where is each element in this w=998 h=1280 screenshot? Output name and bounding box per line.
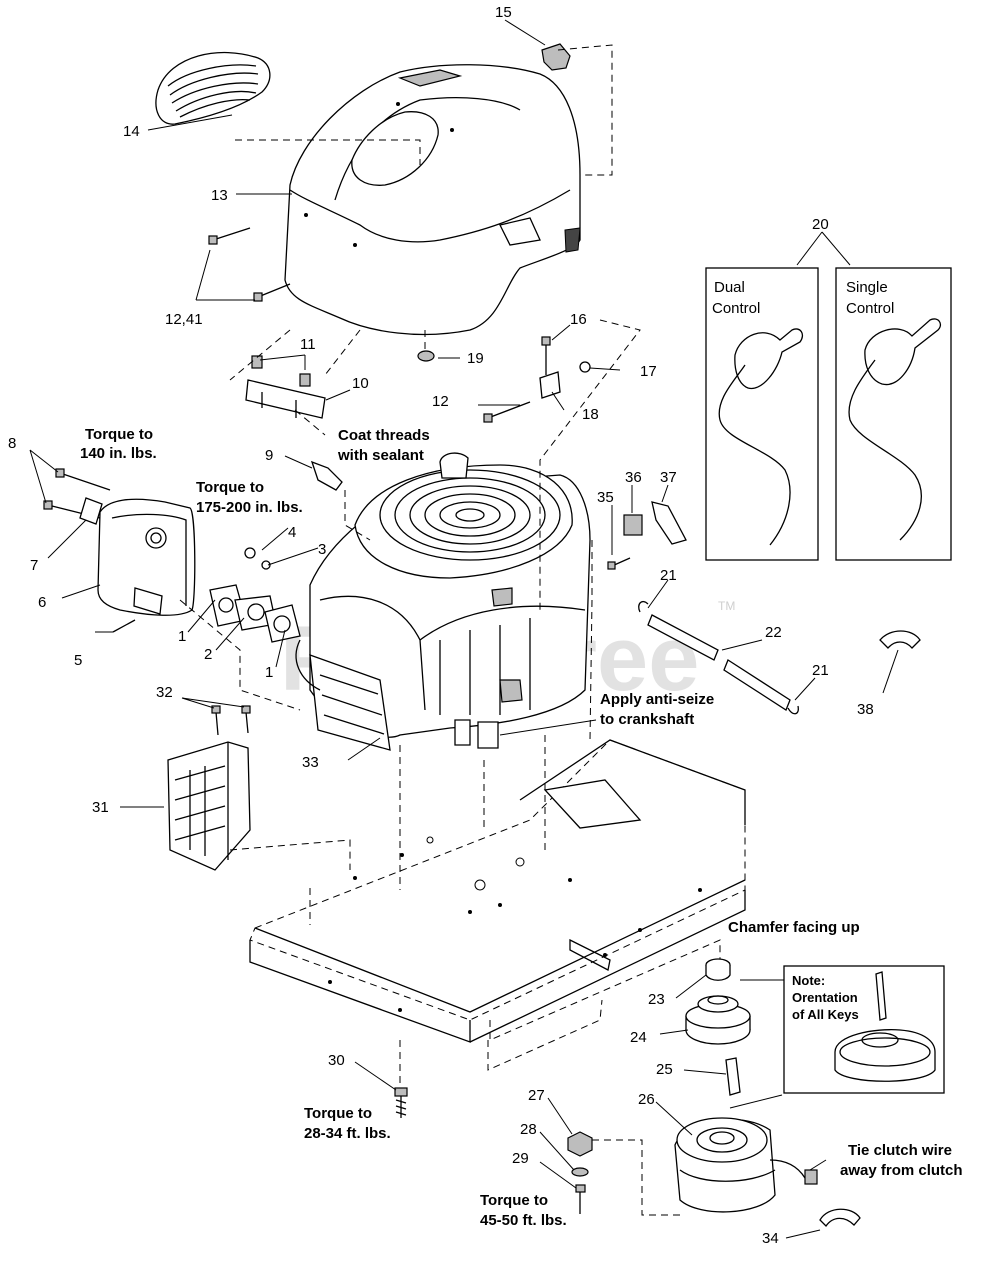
note-chamfer: Chamfer facing up [728, 919, 860, 936]
callout-1b: 1 [265, 664, 273, 681]
leader-lines [29, 19, 899, 1239]
callout-28: 28 [520, 1121, 537, 1138]
callout-21a: 21 [660, 567, 677, 584]
callout-8: 8 [8, 435, 16, 452]
callout-4: 4 [288, 524, 296, 541]
engine-assembly [295, 452, 591, 751]
callout-35: 35 [597, 489, 614, 506]
callout-16: 16 [570, 311, 587, 328]
label-single-line2: Control [846, 300, 894, 317]
callout-32: 32 [156, 684, 173, 701]
callout-15: 15 [495, 4, 512, 21]
part-10-11-bracket [245, 355, 326, 419]
callout-6: 6 [38, 594, 46, 611]
part-7-8-bolts [43, 468, 111, 525]
part-26-clutch [674, 1117, 818, 1213]
note-keys-line3: of All Keys [792, 1007, 859, 1022]
note-coat-line1: Coat threads [338, 427, 430, 444]
watermark-tm: TM [718, 599, 735, 613]
callout-21b: 21 [812, 662, 829, 679]
callout-12-41: 12,41 [165, 311, 203, 328]
callout-labels: 15 14 13 12,41 11 10 19 16 17 12 18 20 9… [8, 4, 874, 1247]
callout-2: 2 [204, 646, 212, 663]
part-9-fitting [310, 460, 343, 491]
single-control-panel [835, 267, 952, 561]
part-16-17-18-hardware [483, 336, 591, 423]
callout-1a: 1 [178, 628, 186, 645]
label-single-line1: Single [846, 279, 888, 296]
part-31-heat-shield [167, 741, 251, 871]
part-12-41-screws [208, 227, 291, 302]
part-19-nut [417, 350, 435, 362]
note-tie-line2: away from clutch [840, 1162, 963, 1179]
note-antiseize-line1: Apply anti-seize [600, 691, 714, 708]
part-34-clip [819, 1208, 861, 1228]
note-torque-45-line2: 45-50 ft. lbs. [480, 1212, 567, 1229]
part-1-2-3-4-gaskets [209, 547, 301, 643]
part-15-cap [541, 43, 571, 71]
deck-frame [249, 739, 746, 1043]
callout-23: 23 [648, 991, 665, 1008]
note-torque-175-line1: Torque to [196, 479, 264, 496]
note-torque-28-line2: 28-34 ft. lbs. [304, 1125, 391, 1142]
part-35-36-37 [607, 501, 687, 570]
callout-34: 34 [762, 1230, 779, 1247]
callout-19: 19 [467, 350, 484, 367]
callout-30: 30 [328, 1052, 345, 1069]
part-23-24-25-pulley [685, 958, 751, 1096]
callout-7: 7 [30, 557, 38, 574]
callout-17: 17 [640, 363, 657, 380]
callout-3: 3 [318, 541, 326, 558]
callout-38: 38 [857, 701, 874, 718]
callout-36: 36 [625, 469, 642, 486]
callout-37: 37 [660, 469, 677, 486]
part-14-grille [155, 51, 271, 125]
callout-20: 20 [812, 216, 829, 233]
callout-22: 22 [765, 624, 782, 641]
callout-24: 24 [630, 1029, 647, 1046]
callout-31: 31 [92, 799, 109, 816]
flywheel-screen [379, 469, 561, 561]
part-5-screw [112, 619, 136, 633]
callout-18: 18 [582, 406, 599, 423]
callout-5: 5 [74, 652, 82, 669]
callout-33: 33 [302, 754, 319, 771]
part-30-bolt [394, 1087, 408, 1118]
note-antiseize-line2: to crankshaft [600, 711, 694, 728]
part-13-hood [284, 64, 581, 336]
note-torque-175-line2: 175-200 in. lbs. [196, 499, 303, 516]
note-torque-140-line2: 140 in. lbs. [80, 445, 157, 462]
callout-14: 14 [123, 123, 140, 140]
note-torque-28-line1: Torque to [304, 1105, 372, 1122]
part-21-22-rods [638, 600, 799, 715]
callout-11: 11 [300, 336, 316, 353]
note-leader-2 [729, 1094, 783, 1109]
callout-9: 9 [265, 447, 273, 464]
key-orientation-box [783, 965, 945, 1094]
note-tie-line1: Tie clutch wire [848, 1142, 952, 1159]
label-dual-line2: Control [712, 300, 760, 317]
dual-control-panel [705, 267, 819, 561]
note-coat-line2: with sealant [337, 447, 424, 464]
callout-10: 10 [352, 375, 369, 392]
callout-29: 29 [512, 1150, 529, 1167]
control-panel-labels: Dual Control Single Control [712, 279, 894, 317]
callout-27: 27 [528, 1087, 545, 1104]
label-dual-line1: Dual [714, 279, 745, 296]
assembly-lines [179, 44, 721, 1216]
part-27-28-29-hardware [567, 1131, 593, 1214]
note-keys-line1: Note: [792, 973, 825, 988]
callout-12: 12 [432, 393, 449, 410]
callout-26: 26 [638, 1091, 655, 1108]
note-torque-45-line1: Torque to [480, 1192, 548, 1209]
part-32-screws [211, 705, 251, 736]
callout-25: 25 [656, 1061, 673, 1078]
assembly-notes: Torque to 140 in. lbs. Coat threads with… [80, 426, 963, 1229]
note-keys-line2: Orentation [792, 990, 858, 1005]
callout-13: 13 [211, 187, 228, 204]
note-torque-140-line1: Torque to [85, 426, 153, 443]
part-6-muffler [97, 498, 196, 616]
part-38-clip [879, 630, 921, 649]
